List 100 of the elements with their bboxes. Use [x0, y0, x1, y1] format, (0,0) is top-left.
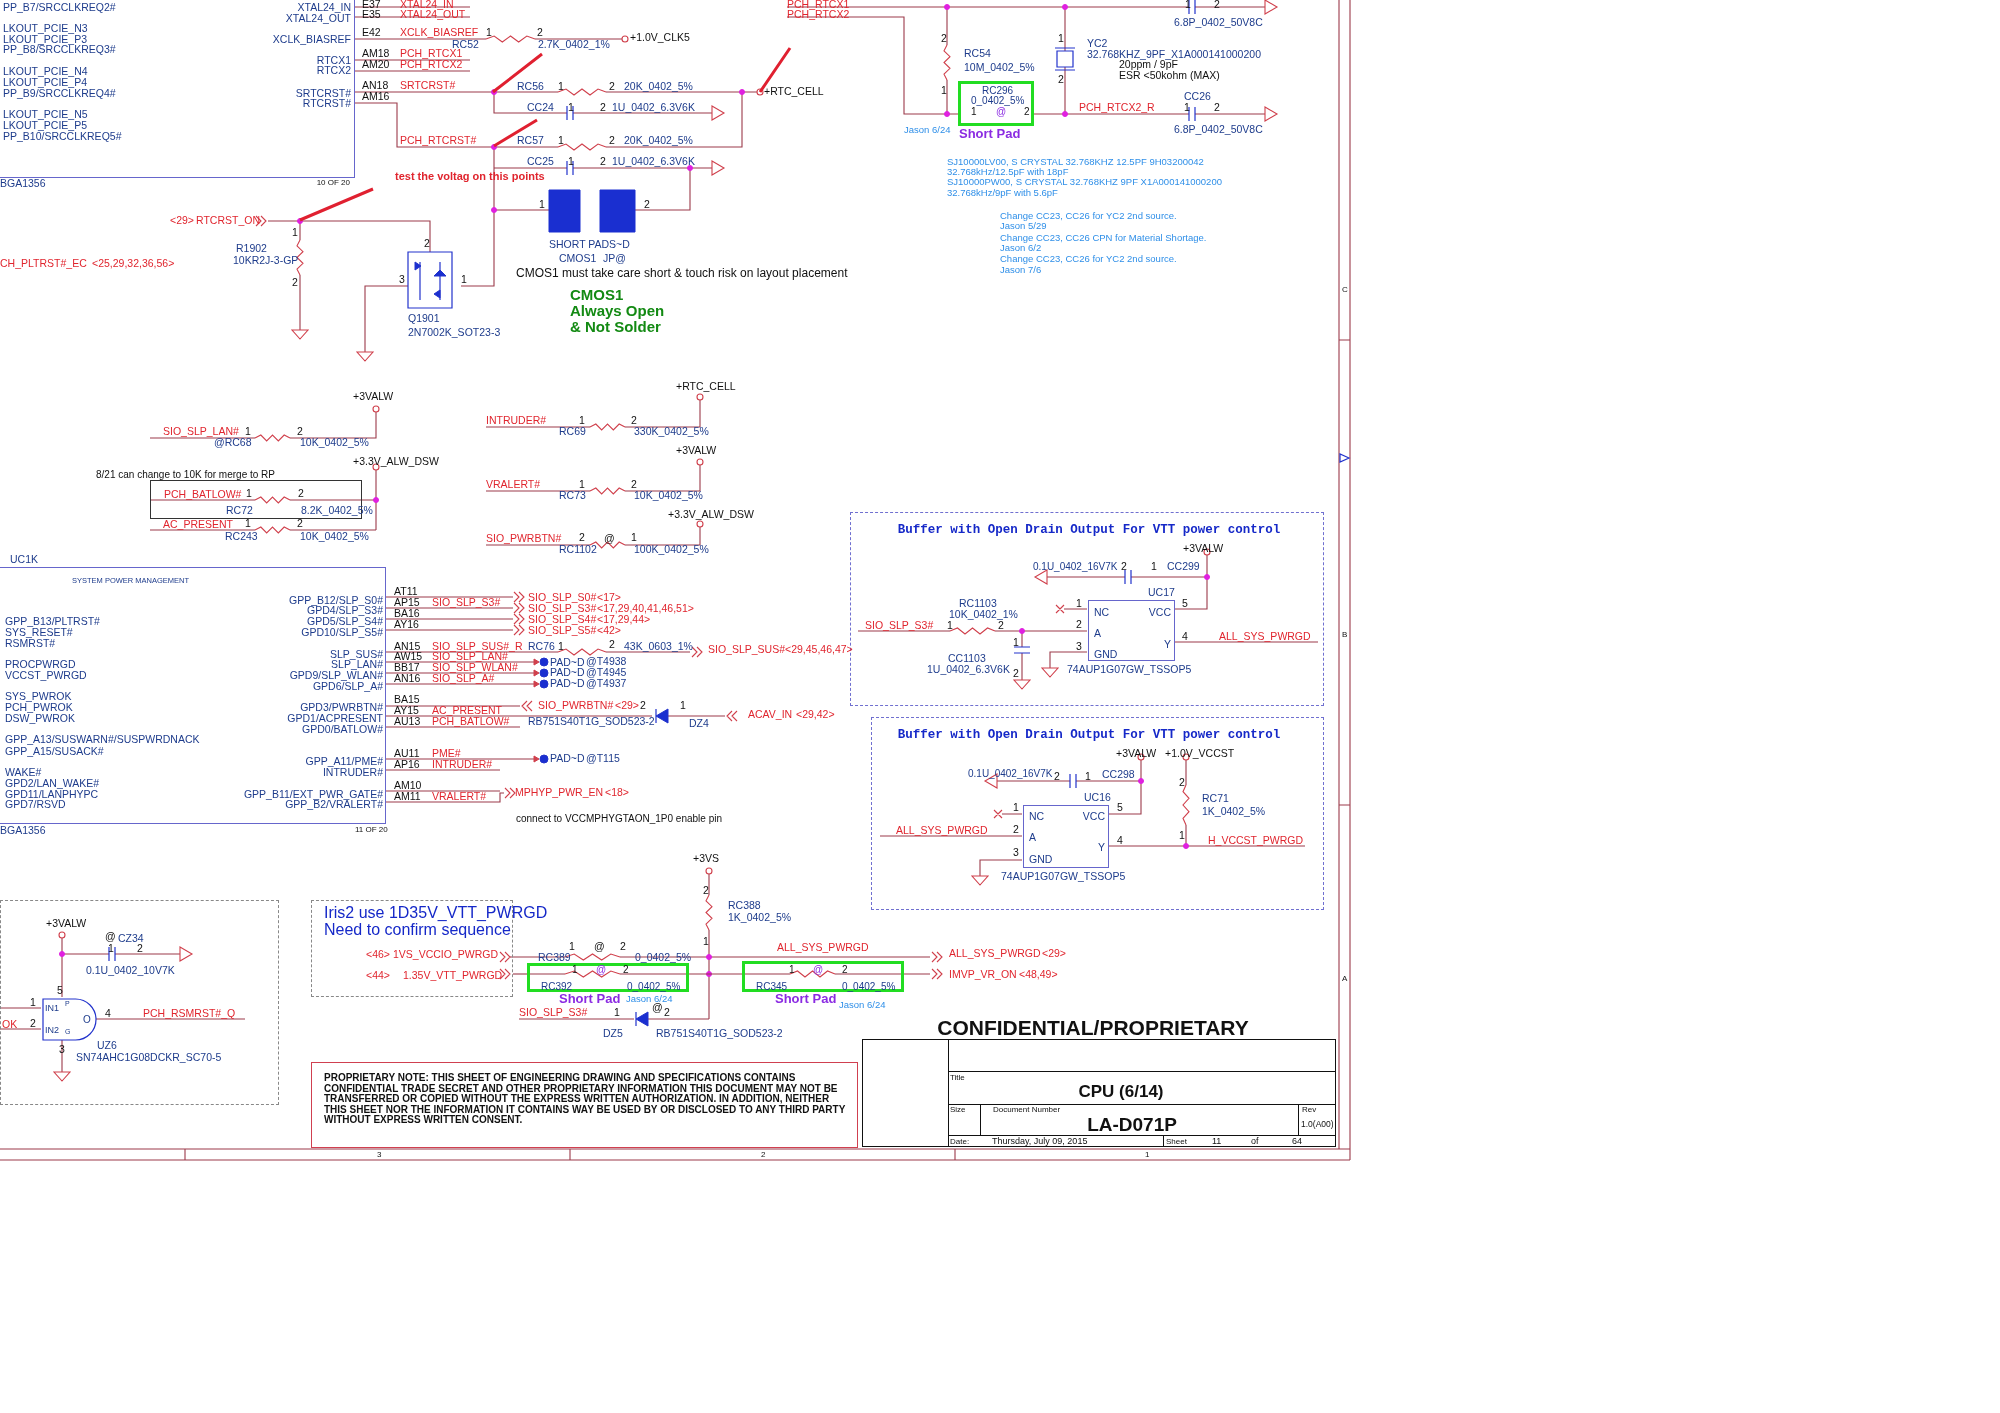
component-label: RC73: [559, 490, 586, 502]
pin-number: 1: [614, 1007, 620, 1019]
pin-number: 1: [572, 964, 578, 976]
schematic-label: E37: [362, 0, 381, 11]
component-label: PCH_PWROK: [5, 702, 73, 714]
component-label: 1K_0402_5%: [1202, 806, 1266, 818]
schematic-label: Date:: [950, 1137, 970, 1147]
schematic-label: AM20: [362, 59, 390, 71]
pin-number: 4: [1182, 631, 1188, 643]
component-label: 0_0402_5%: [842, 981, 896, 993]
component-label: GPD10/SLP_S5#: [301, 627, 383, 639]
pin-number: 3: [399, 274, 405, 286]
pin-number: 5: [1182, 598, 1188, 610]
schematic-label: AM10: [394, 780, 422, 792]
schematic-label: AM11: [394, 791, 421, 803]
pin-number: 3: [377, 1150, 382, 1160]
pin-number: 11: [1212, 1137, 1222, 1147]
pin-number: of: [1251, 1137, 1259, 1147]
component-label: 10K_0402_1%: [949, 609, 1018, 621]
wire: [688, 973, 743, 975]
component-label: @T115: [586, 753, 620, 765]
component-label: NC: [1094, 607, 1110, 619]
short-pad-label: @: [596, 964, 607, 976]
net-name: <29>: [1042, 948, 1066, 960]
net-name: SIO_SLP_A#: [432, 673, 495, 685]
short-pad-outline: [527, 963, 689, 992]
pin-number: @: [604, 533, 615, 545]
pin-number: 2: [137, 943, 143, 955]
component-label: RC71: [1202, 793, 1229, 805]
schematic-label: AN16: [394, 673, 421, 685]
component-label: GND: [1029, 854, 1053, 866]
net-name: ALL_SYS_PWRGD: [949, 948, 1041, 960]
pin-number: 4: [1117, 835, 1123, 847]
component-label: GPD1/ACPRESENT: [287, 713, 383, 725]
component-label: 2N7002K_SOT23-3: [408, 327, 501, 339]
dashed-group-box: [0, 900, 279, 1105]
title-block: [862, 1039, 1336, 1147]
pin-number: 1: [971, 106, 977, 118]
dashed-group-box: [871, 717, 1324, 910]
pin-number: 2: [842, 964, 848, 976]
component-label: JP@: [603, 253, 626, 265]
pin-number: 1: [680, 700, 686, 712]
net-name: PCH_RTCX2: [400, 59, 463, 71]
net-name: SIO_SLP_WLAN#: [432, 662, 518, 674]
revision-note: SJ10000LV00, S CRYSTAL 32.768KHZ 12.5PF 9H03200042: [947, 157, 1204, 167]
component-label: 20K_0402_5%: [624, 81, 693, 93]
component-label: RSMRST#: [5, 638, 56, 650]
component-label: PP_B8/SRCCLKREQ3#: [3, 44, 116, 56]
component-label: SHORT PADS~D: [549, 239, 630, 251]
pin-number: 2: [579, 532, 585, 544]
schematic-label: 11 OF 20: [355, 825, 388, 835]
note-box: [311, 1062, 858, 1148]
component-label: SN74AHC1G08DCKR_SC70-5: [76, 1052, 222, 1064]
net-name: VRALERT#: [486, 479, 541, 491]
schematic-label: Rev: [1302, 1105, 1317, 1115]
schematic-label: Thursday, July 09, 2015: [992, 1137, 1088, 1147]
component-label: PAD~D: [550, 657, 585, 669]
pin-number: 2: [1121, 561, 1127, 573]
pin-number: 3: [59, 1044, 65, 1056]
pin-number: 2: [941, 33, 947, 45]
pin-number: @: [594, 941, 605, 953]
component-label: SYS_PWROK: [5, 691, 72, 703]
pin-number: 1: [245, 518, 251, 530]
component-label: GPD6/SLP_A#: [312, 681, 383, 693]
net-name: ACAV_IN: [748, 709, 793, 721]
pin-number: 64: [1292, 1137, 1302, 1147]
pin-number: 1: [579, 415, 585, 427]
pin-number: 2: [298, 488, 304, 500]
net-name: SIO_SLP_LAN#: [163, 426, 239, 438]
component-label: 100K_0402_5%: [634, 544, 709, 556]
component-label: VCCST_PWRGD: [5, 670, 87, 682]
component-label: RC72: [226, 505, 253, 517]
component-label: 6.8P_0402_50V8C: [1174, 17, 1263, 29]
schematic-label: AN15: [394, 641, 421, 653]
component-label: 10K_0402_5%: [300, 437, 369, 449]
schematic-label: AU13: [394, 716, 421, 728]
pin-number: 2: [631, 479, 637, 491]
net-name: SIO_SLP_S5#: [528, 625, 597, 637]
schematic-label: CONFIDENTIAL/PROPRIETARY: [937, 1017, 1249, 1039]
component-label: DSW_PWROK: [5, 713, 75, 725]
component-label: SLP_LAN#: [331, 659, 383, 671]
schematic-label: +3VALW: [353, 391, 394, 403]
warning-note: CMOS1 Always Open & Not Solder: [570, 287, 666, 335]
pin-number: 3: [1013, 847, 1019, 859]
component-label: LKOUT_PCIE_N4: [3, 66, 88, 78]
net-name: PCH_BATLOW#: [164, 489, 242, 501]
short-pad-outline: [958, 81, 1034, 126]
schematic-label: +RTC_CELL: [764, 86, 824, 98]
pin-number: 2: [600, 102, 606, 114]
component-label: GPP_B12/SLP_S0#: [289, 595, 383, 607]
component-label: GPP_B2/VRALERT#: [285, 799, 383, 811]
component-label: 10K_0402_5%: [634, 490, 703, 502]
pin-number: 1: [30, 997, 36, 1009]
component-label: UC17: [1148, 587, 1175, 599]
component-label: INTRUDER#: [322, 767, 383, 779]
pin-number: 2: [609, 135, 615, 147]
pin-number: 4: [105, 1008, 111, 1020]
wire: [512, 973, 528, 975]
component-label: 1U_0402_6.3V6K: [612, 102, 695, 114]
component-label: PAD~D: [550, 678, 585, 690]
